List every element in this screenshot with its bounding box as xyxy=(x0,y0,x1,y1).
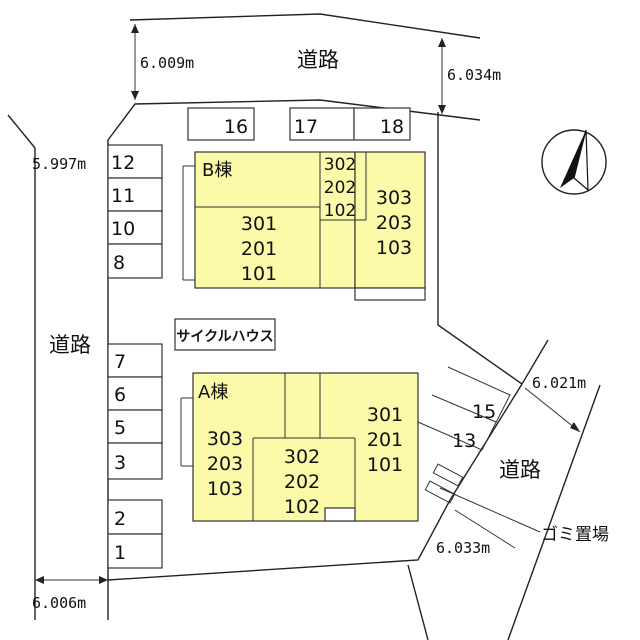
building-b-unit-303: 303 xyxy=(376,187,412,209)
parking-left-upper: 12 11 10 8 xyxy=(107,144,163,279)
building-a xyxy=(180,372,419,522)
parking-top: 16 17 18 xyxy=(187,107,411,141)
building-b xyxy=(182,151,426,301)
building-b-unit-203: 203 xyxy=(376,212,412,234)
road-label-top: 道路 xyxy=(297,48,339,72)
building-b-unit-102: 102 xyxy=(324,201,356,221)
cycle-house xyxy=(174,318,276,351)
dimension-lines xyxy=(35,24,581,584)
building-b-name: B棟 xyxy=(202,160,232,181)
parking-space-10: 10 xyxy=(111,218,135,240)
building-b-unit-103: 103 xyxy=(376,237,412,259)
parking-space-5: 5 xyxy=(114,417,126,439)
building-a-name: A棟 xyxy=(198,382,228,403)
cycle-house-label: サイクルハウス xyxy=(176,329,273,345)
parking-right: 15 13 xyxy=(417,366,511,452)
building-a-unit-303: 303 xyxy=(207,428,243,450)
building-a-unit-102: 102 xyxy=(284,496,320,518)
garbage-label: ゴミ置場 xyxy=(541,524,609,545)
width-label-top-left: 6.009m xyxy=(140,54,194,72)
building-b-unit-101: 101 xyxy=(241,263,277,285)
garbage-area xyxy=(424,463,464,504)
building-a-unit-302: 302 xyxy=(284,446,320,468)
parking-left-lower: 7 6 5 3 2 1 xyxy=(107,343,163,569)
parking-space-12: 12 xyxy=(111,152,135,174)
parking-space-7: 7 xyxy=(114,351,126,373)
building-b-unit-202: 202 xyxy=(324,178,356,198)
building-a-unit-103: 103 xyxy=(207,478,243,500)
parking-space-8: 8 xyxy=(113,252,125,274)
parking-space-2: 2 xyxy=(114,508,126,530)
width-label-bottom-right: 6.033m xyxy=(436,539,490,557)
parking-space-11: 11 xyxy=(111,185,135,207)
building-a-unit-101: 101 xyxy=(367,454,403,476)
building-b-unit-201: 201 xyxy=(241,238,277,260)
parking-space-1: 1 xyxy=(114,542,126,564)
width-label-right: 6.021m xyxy=(532,374,586,392)
road-label-right: 道路 xyxy=(499,458,541,482)
width-label-top-right: 6.034m xyxy=(447,66,501,84)
building-b-unit-302: 302 xyxy=(324,155,356,175)
building-a-unit-301: 301 xyxy=(367,404,403,426)
parking-space-6: 6 xyxy=(114,384,126,406)
parking-space-16: 16 xyxy=(224,116,248,138)
parking-space-18: 18 xyxy=(380,116,404,138)
north-arrow-icon xyxy=(541,129,607,195)
building-a-unit-201: 201 xyxy=(367,429,403,451)
parking-space-15: 15 xyxy=(472,401,496,423)
building-a-unit-203: 203 xyxy=(207,453,243,475)
width-label-bottom-left: 6.006m xyxy=(32,594,86,612)
building-b-unit-301: 301 xyxy=(241,213,277,235)
parking-space-17: 17 xyxy=(294,116,318,138)
parking-space-13: 13 xyxy=(452,430,476,452)
building-a-unit-202: 202 xyxy=(284,471,320,493)
parking-space-3: 3 xyxy=(114,452,126,474)
road-label-left: 道路 xyxy=(49,333,91,357)
width-label-left: 5.997m xyxy=(32,155,86,173)
